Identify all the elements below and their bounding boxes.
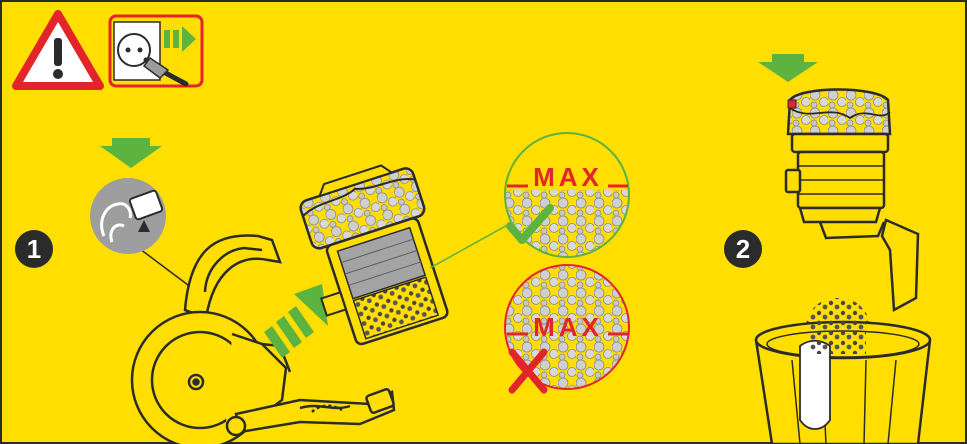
max-label-overfull: MAX <box>533 312 603 342</box>
max-label-ok: MAX <box>533 162 603 192</box>
step-2-number: 2 <box>736 234 750 264</box>
step-1-badge: 1 <box>15 230 53 268</box>
unplug-power-icon <box>110 16 202 86</box>
step-1-number: 1 <box>27 234 41 264</box>
max-level-overfull-callout: MAX <box>505 265 629 390</box>
trash-bin <box>756 318 930 444</box>
step-2-badge: 2 <box>724 230 762 268</box>
